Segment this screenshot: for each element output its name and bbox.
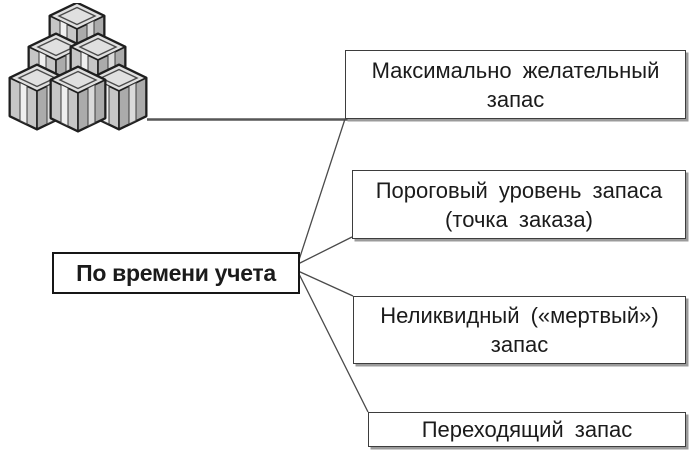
branch-node-illiquid-dead-stock: Неликвидный («мертвый») запас xyxy=(353,296,686,364)
branch-node-label: Максимально желательный запас xyxy=(371,57,660,112)
stacked-boxes-icon xyxy=(8,3,148,133)
connector-root-to-branch-1 xyxy=(297,118,346,264)
branch-node-label: Неликвидный («мертвый») запас xyxy=(380,303,659,357)
branch-node-label: Переходящий запас xyxy=(421,417,633,442)
branch-node-label: Пороговый уровень запаса (точка заказа) xyxy=(375,177,663,232)
root-node-label: По времени учета xyxy=(76,260,276,286)
branch-node-max-desired-stock: Максимально желательный запас xyxy=(345,50,686,119)
connector-root-to-branch-2 xyxy=(297,236,353,265)
connector-root-to-branch-3 xyxy=(297,270,354,297)
root-node-by-accounting-time: По времени учета xyxy=(52,252,300,294)
branch-node-threshold-stock-level: Пороговый уровень запаса (точка заказа) xyxy=(352,170,686,239)
connector-root-to-branch-4 xyxy=(297,271,369,413)
branch-node-carryover-stock: Переходящий запас xyxy=(368,412,686,447)
